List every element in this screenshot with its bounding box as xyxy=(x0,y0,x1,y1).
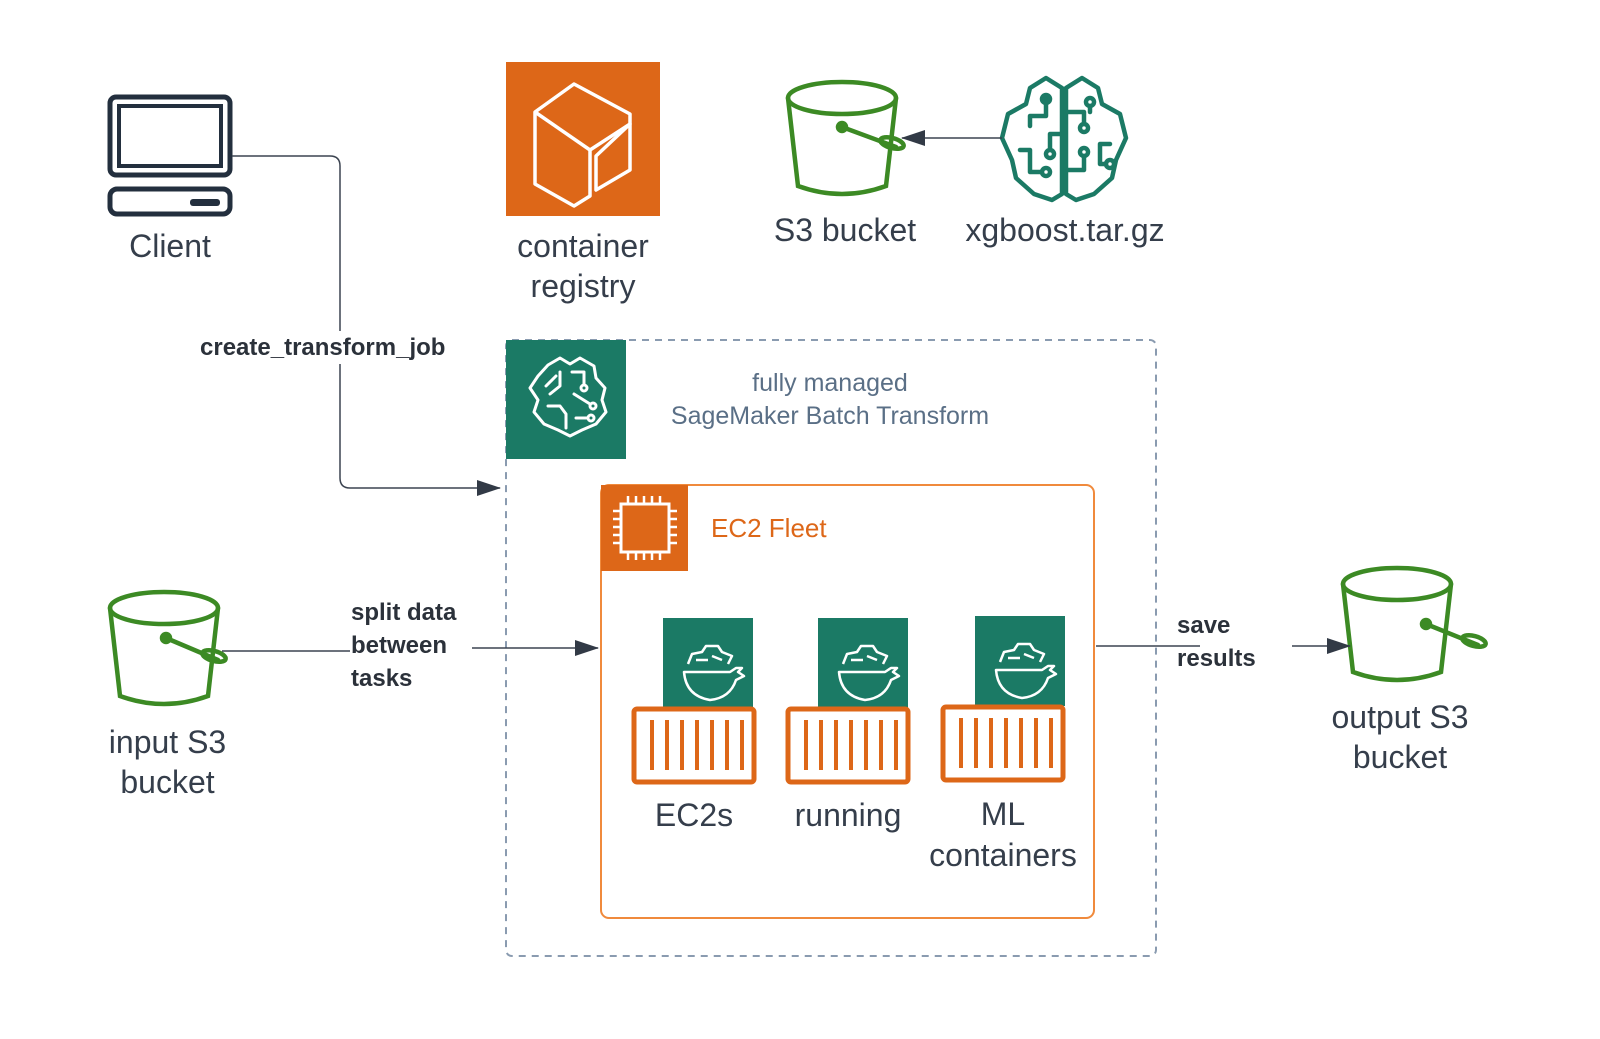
ml-brain-icon xyxy=(999,75,1129,203)
input-bucket-label-line1: input S3 xyxy=(108,724,227,760)
edge-label-save-results-line2: results xyxy=(1177,645,1256,672)
edge-create-transform-job xyxy=(232,155,501,496)
docker-whale-icon xyxy=(818,618,908,708)
s3-bucket-icon xyxy=(1340,565,1488,683)
ec2-fleet-boundary xyxy=(600,484,1095,919)
edge-label-save-results-line1: save xyxy=(1177,612,1231,639)
edge-label-split-data-line2: between xyxy=(351,629,448,662)
container-caption-2-line2: containers xyxy=(929,837,1077,873)
model-artifact-label: xgboost.tar.gz xyxy=(965,212,1165,248)
container-registry-label-line1: container xyxy=(517,228,649,264)
container-caption-1: running xyxy=(794,797,902,833)
ml-container-1 xyxy=(785,618,911,785)
container-registry-label-line2: registry xyxy=(530,268,636,304)
docker-whale-icon xyxy=(975,616,1065,706)
edge-label-split-data-line3: tasks xyxy=(351,662,413,695)
edge-label-split-data-line1: split data xyxy=(351,596,457,629)
s3-bucket-icon xyxy=(785,79,906,197)
ec2-fleet-title: EC2 Fleet xyxy=(711,513,827,543)
output-bucket-label-line2: bucket xyxy=(1352,739,1448,775)
ec2-chip-icon xyxy=(601,485,688,571)
input-bucket-label-line2: bucket xyxy=(120,764,215,800)
s3-bucket-icon xyxy=(107,589,228,707)
sagemaker-group-title-line2: SageMaker Batch Transform xyxy=(670,402,990,430)
container-caption-2-line1: ML xyxy=(980,796,1026,832)
desktop-computer-icon xyxy=(107,94,233,217)
ml-container-0 xyxy=(631,618,757,785)
sagemaker-icon xyxy=(506,340,626,459)
ml-container-2 xyxy=(940,616,1066,783)
sagemaker-group-title-line1: fully managed xyxy=(752,369,908,397)
sagemaker-group-boundary xyxy=(505,339,1157,957)
edge-label-create-transform-job: create_transform_job xyxy=(200,331,446,364)
ecr-registry-icon xyxy=(506,62,660,216)
client-label: Client xyxy=(129,228,211,264)
output-bucket-label-line1: output S3 xyxy=(1331,699,1469,735)
model-bucket-label: S3 bucket xyxy=(773,212,917,248)
docker-whale-icon xyxy=(663,618,753,708)
container-caption-0: EC2s xyxy=(654,797,734,833)
